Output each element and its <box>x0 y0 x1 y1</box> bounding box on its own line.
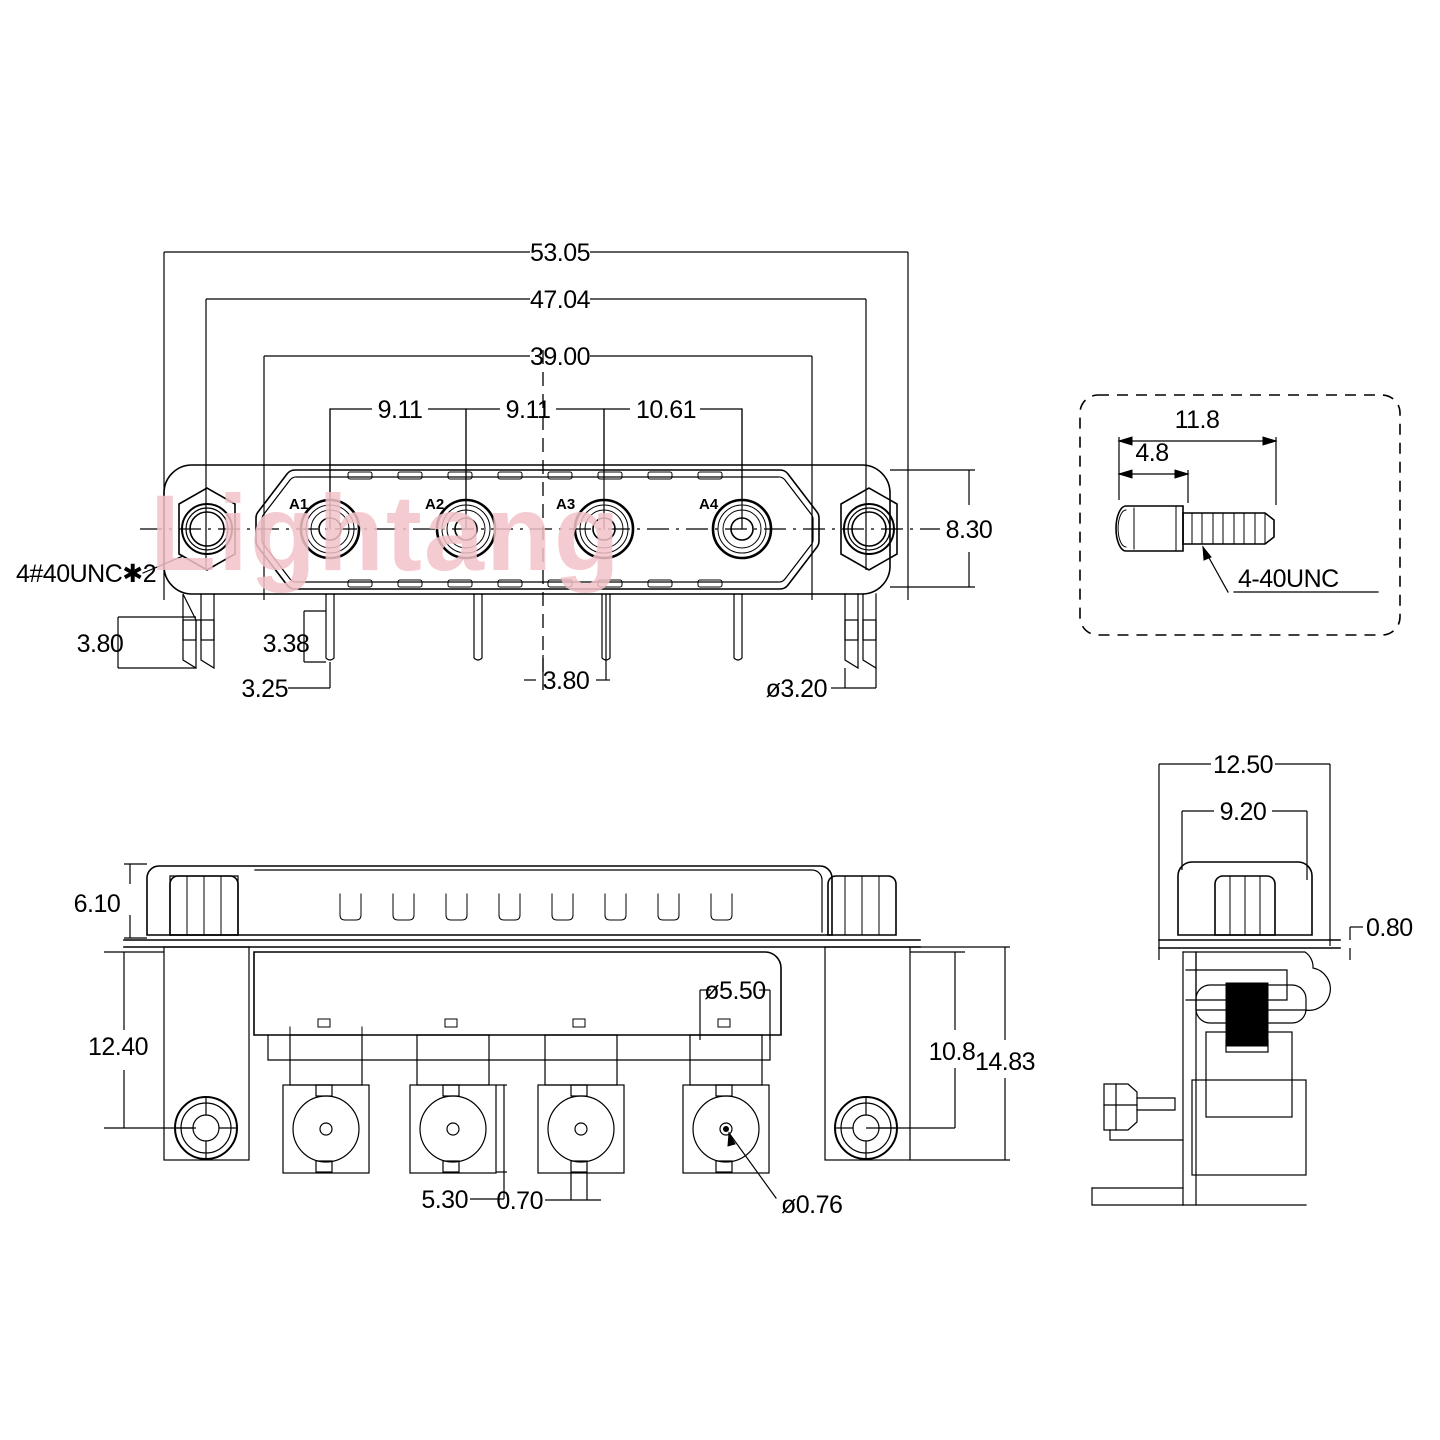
rear-mount-boss-left <box>163 946 250 1161</box>
rear-pin-leg-group <box>289 1018 731 1036</box>
side-thread-shank <box>1225 982 1269 1053</box>
dimension-6-10: 6.10 <box>74 863 147 939</box>
note-thread-4-40unc-2: 4#40UNC✱2 <box>16 555 184 588</box>
rear-flange-plate <box>123 939 921 948</box>
jackscrew-detail: 11.8 4.8 <box>1079 394 1401 636</box>
dimension-label-screw-head-length: 4.8 <box>1135 439 1168 467</box>
coax-contact-a3: A3 <box>556 408 635 560</box>
dimension-label-body-height: 12.40 <box>88 1033 148 1061</box>
dimension-9-20: 9.20 <box>1181 798 1308 880</box>
rear-shell-inner-edge <box>254 869 823 933</box>
dimension-53-05: 53.05 <box>163 239 909 600</box>
note-label-screw-thread: 4-40UNC <box>1238 565 1339 593</box>
rear-shell-outline <box>146 865 833 936</box>
note-thread-4-40unc: 4-40UNC <box>1202 545 1379 593</box>
dimension-label-body-depth: 9.20 <box>1220 798 1267 826</box>
coax-contact-a2: A2 <box>425 408 497 560</box>
board-lock-tail-left <box>182 593 215 670</box>
dimension-47-04: 47.04 <box>205 286 867 570</box>
coax-block-4 <box>682 1034 770 1174</box>
dimension-label-pitch-a2-a3: 9.11 <box>506 396 551 424</box>
dimension-label-center-pin-dia: ø0.76 <box>781 1191 842 1219</box>
dimension-label-coax-body-width: 5.30 <box>421 1186 468 1214</box>
rear-body-block <box>253 951 782 1036</box>
dimension-label-tail-pitch: 3.80 <box>543 667 590 695</box>
dimension-10-8: 10.8 <box>866 951 976 1129</box>
contact-label-a1: A1 <box>289 496 308 513</box>
dimension-label-left-tail-offset: 3.80 <box>77 630 124 658</box>
dimension-label-pitch-a3-a4: 10.61 <box>636 396 696 424</box>
screw-thread-shank <box>1182 512 1275 545</box>
jackscrew-hex-right <box>840 487 898 571</box>
coax-block-3 <box>537 1034 625 1174</box>
coax-block-1 <box>282 1034 370 1174</box>
dimension-39-00: 39.00 <box>263 343 813 600</box>
dimension-label-mount-hole-dia: ø3.20 <box>766 675 827 703</box>
jackscrew-hex-left <box>178 487 236 571</box>
side-flange-plate <box>1158 939 1341 949</box>
dimension-5-30: 5.30 <box>421 1084 507 1214</box>
dimension-14-83: 14.83 <box>910 946 1036 1161</box>
rear-hex-nut-left <box>169 875 239 936</box>
flange-outline <box>163 464 891 595</box>
dimension-12-50: 12.50 <box>1158 751 1331 960</box>
dimension-label-tail-depth-2: 3.25 <box>241 675 288 703</box>
dimension-dia-3-20: ø3.20 <box>766 668 877 703</box>
front-view: 53.05 47.04 39.00 <box>16 239 993 703</box>
shell-tab-group <box>347 471 723 588</box>
dimension-label-overall-width: 53.05 <box>530 239 590 267</box>
dimension-pitch-row: 9.11 9.11 10.61 <box>329 396 743 500</box>
contact-label-a2: A2 <box>425 496 444 513</box>
pin-tail-group <box>325 593 743 661</box>
dimension-8-30: 8.30 <box>890 469 993 588</box>
side-lower-barrel <box>1182 951 1307 1206</box>
rear-body-underside <box>267 1034 771 1061</box>
dimension-0-70: 0.70 <box>496 1172 601 1215</box>
dimension-0-80: 0.80 <box>1349 914 1413 960</box>
note-label-thread: 4#40UNC✱2 <box>16 560 156 588</box>
side-bottom-foot <box>1091 1187 1184 1206</box>
dimension-3-38: 3.38 <box>263 610 326 663</box>
dimension-dia-5-50: ø5.50 <box>699 977 771 1040</box>
dimension-11-8: 11.8 <box>1117 406 1278 505</box>
coax-contact-a4: A4 <box>699 408 773 560</box>
dimension-label-shell-width: 39.00 <box>530 343 590 371</box>
screw-head <box>1115 505 1184 552</box>
dimension-label-tab-width: 0.70 <box>496 1187 543 1215</box>
dimension-label-shell-height-top: 6.10 <box>74 890 121 918</box>
dimension-label-coax-body-dia: ø5.50 <box>704 977 765 1005</box>
dimension-3-80-left: 3.80 <box>77 616 196 669</box>
contact-label-a4: A4 <box>699 496 719 513</box>
dimension-4-8: 4.8 <box>1117 439 1190 503</box>
rear-hex-nut-right <box>827 875 897 936</box>
rear-view: 6.10 12.40 10.8 <box>74 863 1036 1219</box>
dimension-label-flange-hole-span: 47.04 <box>530 286 591 314</box>
dimension-3-25: 3.25 <box>241 662 331 703</box>
rear-notch-group <box>339 893 733 921</box>
detail-box-frame <box>1079 394 1401 636</box>
d-shell-outline <box>255 469 820 590</box>
side-shell-outline <box>1177 861 1313 936</box>
contact-label-a3: A3 <box>556 496 575 513</box>
dimension-label-shell-height: 8.30 <box>946 516 993 544</box>
dimension-3-80-center: 3.80 <box>524 594 610 695</box>
coax-block-2 <box>409 1034 497 1174</box>
dimension-label-overall-depth: 12.50 <box>1213 751 1273 779</box>
dimension-label-overall-height: 14.83 <box>975 1048 1035 1076</box>
dimension-label-flange-thickness: 0.80 <box>1366 914 1413 942</box>
side-board-lock-tail <box>1103 1083 1184 1141</box>
dimension-12-40: 12.40 <box>88 951 196 1129</box>
side-hex-nut <box>1214 875 1276 936</box>
board-lock-tail-right <box>844 593 877 670</box>
dimension-dia-0-76: ø0.76 <box>727 1131 843 1219</box>
dimension-label-tail-depth-1: 3.38 <box>263 630 310 658</box>
side-profile-view: 12.50 9.20 <box>1091 751 1413 1206</box>
dimension-label-mount-hole-height: 10.8 <box>929 1038 976 1066</box>
dimension-label-pitch-a1-a2: 9.11 <box>378 396 423 424</box>
dimension-label-screw-total-length: 11.8 <box>1175 406 1220 434</box>
coax-contact-a1: A1 <box>289 408 361 560</box>
